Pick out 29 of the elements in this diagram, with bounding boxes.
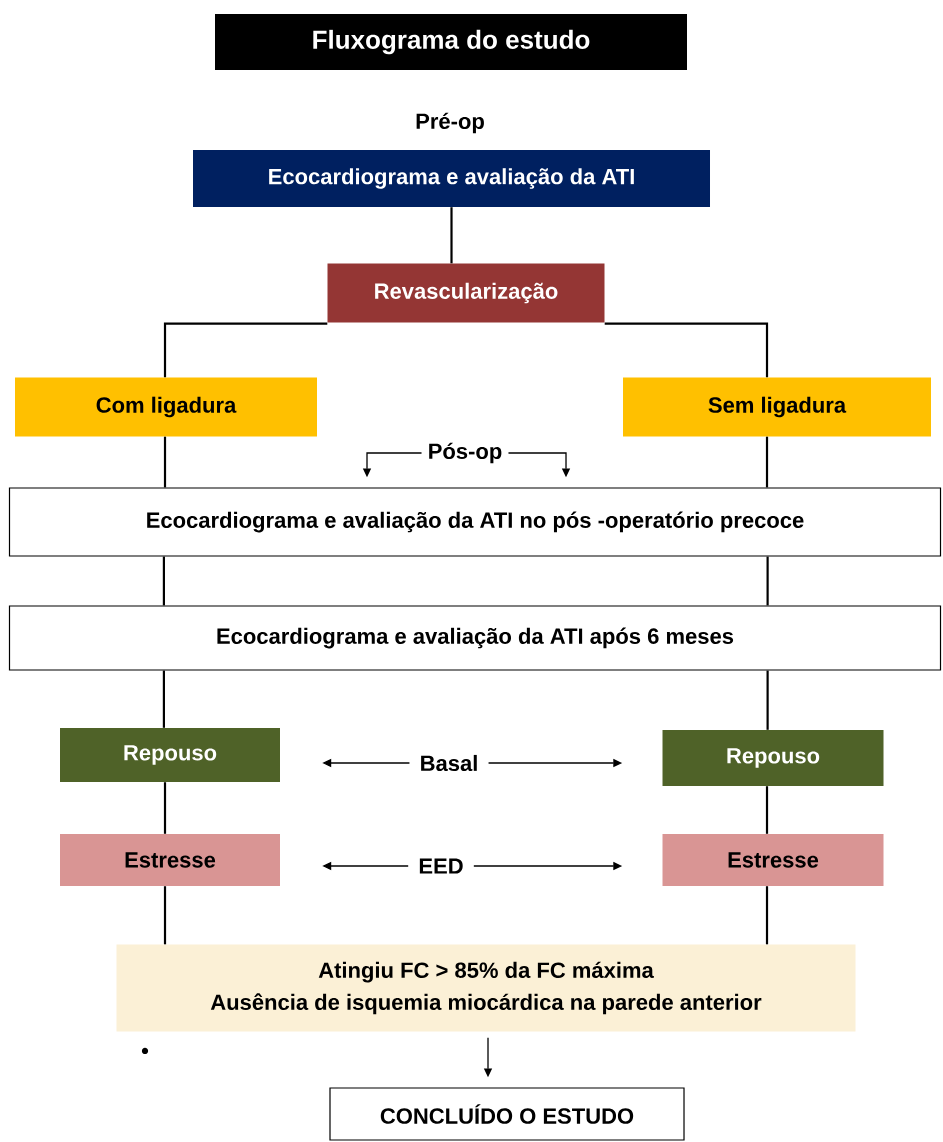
- group-box: Sem ligadura: [623, 377, 931, 437]
- connector-line: [450, 207, 453, 264]
- process-box: Revascularização: [327, 263, 605, 323]
- process-box: Ecocardiograma e avaliação da ATI: [193, 150, 710, 207]
- title-box: Fluxograma do estudo: [215, 14, 687, 70]
- connector-line: [604, 322, 769, 378]
- process-box: Repouso: [662, 730, 884, 786]
- process-box: Ecocardiograma e avaliação da ATI no pós -operatório precoce: [8, 487, 942, 557]
- end-box: CONCLUÍDO O ESTUDO: [329, 1087, 685, 1141]
- connector-line: [766, 670, 769, 730]
- connector-line: [163, 436, 167, 488]
- connector-line: [766, 556, 769, 606]
- connector-line: [765, 436, 769, 488]
- connector-line: [162, 556, 165, 606]
- result-box: Atingiu FC > 85% da FC máxima Ausência de isquemia miocárdica na parede anterior: [116, 944, 856, 1032]
- bare-label: Basal: [421, 754, 477, 772]
- connector-line: [163, 886, 167, 945]
- process-box: Estresse: [60, 834, 280, 886]
- connector-line: [163, 322, 328, 378]
- connector-line: [765, 886, 769, 945]
- process-box: Estresse: [662, 834, 884, 886]
- process-box: Ecocardiograma e avaliação da ATI após 6 meses: [8, 605, 942, 671]
- connector-line: [163, 782, 167, 834]
- connector-line: [162, 670, 165, 728]
- group-box: Com ligadura: [15, 377, 317, 437]
- bare-label: Pós-op: [429, 442, 502, 464]
- process-box: Repouso: [60, 728, 280, 782]
- bare-label: EED: [419, 858, 463, 874]
- connector-line: [765, 786, 769, 834]
